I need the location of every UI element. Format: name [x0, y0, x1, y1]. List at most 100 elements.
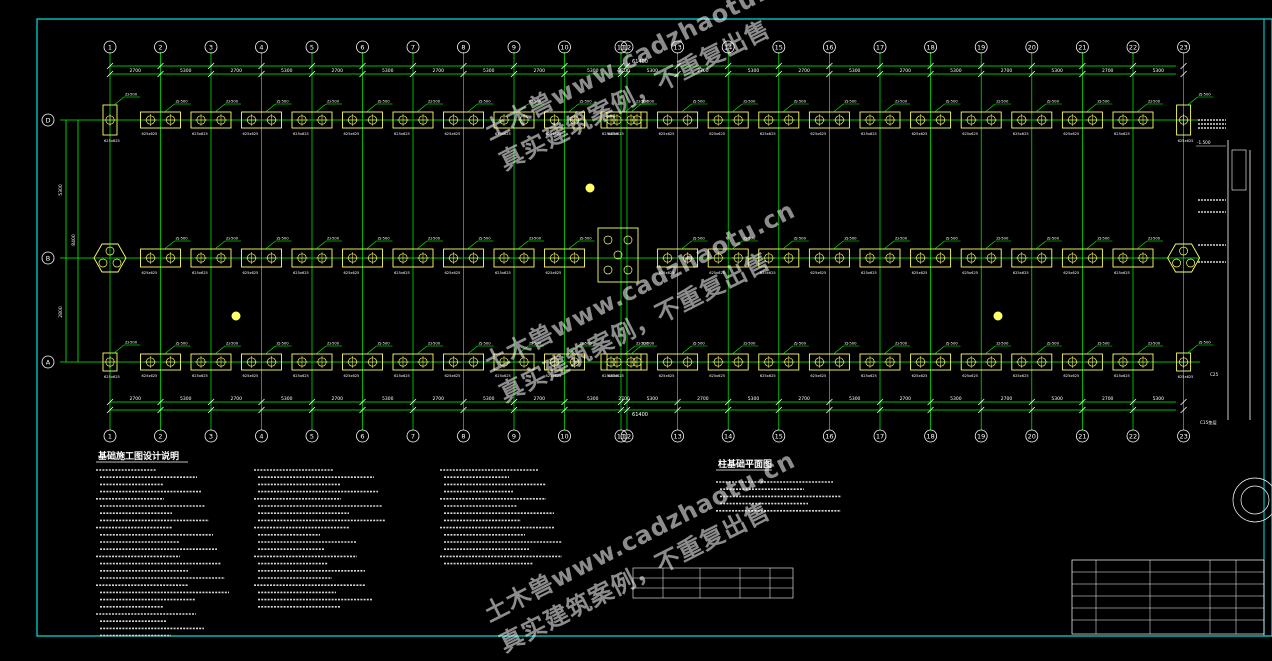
- pile-size-label: 625x625: [962, 132, 978, 136]
- pile-size-label: 625x625: [709, 374, 725, 378]
- leader-line: [883, 103, 895, 113]
- leader-line: [265, 345, 276, 355]
- dimension-tick: [1129, 398, 1137, 406]
- axis-bubble-bottom-circle: [507, 429, 521, 443]
- pile-cap-outline: [443, 111, 484, 129]
- axis-bubble-top-circle: [671, 40, 684, 54]
- pile-cap-hex: [93, 243, 127, 273]
- bay-dimension: 2700: [433, 396, 445, 402]
- pile-cap-outline: [342, 248, 383, 268]
- dimension-tick: [106, 62, 114, 70]
- bay-dimension: 5300: [647, 68, 659, 74]
- pile-cap-label: ZJ-500: [794, 341, 807, 346]
- axis-bubble-top-circle: [974, 40, 988, 54]
- bay-dimension: 2700: [900, 396, 912, 402]
- pile-size-label: 625x625: [760, 271, 776, 275]
- bay-dimension: 2700: [618, 68, 630, 74]
- leader-line: [630, 103, 642, 113]
- pile-cap-label: ZJ-500: [693, 99, 706, 104]
- pile-size-label: 625x625: [912, 374, 928, 378]
- leader-line: [214, 345, 226, 355]
- pile-cap-outline: [1011, 353, 1053, 371]
- dimension-tick: [617, 406, 625, 414]
- dimension-tick: [623, 398, 631, 406]
- pile-cap-outline: [657, 353, 699, 371]
- pile-size-label: 625x625: [546, 271, 562, 275]
- pile-size-label: 625x625: [709, 271, 725, 275]
- detail-cushion-label: C15垫层: [1200, 419, 1217, 426]
- dimension-tick: [1180, 398, 1187, 406]
- pile-cap-label: ZJ-500: [479, 99, 492, 104]
- pile-cap-label: ZJ-500: [479, 341, 492, 346]
- pile-cap-outline: [392, 111, 434, 129]
- axis-bubble-bottom-circle: [255, 429, 268, 443]
- pile-cap-label: ZJ-500: [327, 99, 340, 104]
- pile-cap-outline: [140, 111, 181, 129]
- axis-bubble-bottom-circle: [823, 429, 836, 443]
- pile-size-label: 625x625: [293, 374, 309, 378]
- pile-cap-label: ZJ-500: [844, 236, 857, 241]
- axis-bubble-bottom-label: 21: [1078, 432, 1086, 440]
- pile-size-label: 625x625: [810, 374, 826, 378]
- pile-size-label: 625x625: [861, 132, 877, 136]
- pile-cap-label: ZJ-500: [743, 341, 756, 346]
- pile-size-label: 625x625: [1063, 132, 1079, 136]
- axis-bubble-bottom-circle: [671, 429, 684, 443]
- axis-bubble-top-label: 23: [1179, 43, 1187, 51]
- pile-cap-outline: [392, 353, 434, 371]
- pile-cap-outline: [140, 353, 181, 371]
- dimension-tick: [106, 70, 114, 78]
- leader-line: [1086, 103, 1097, 113]
- dimension-tick: [1079, 70, 1086, 78]
- dimension-tick: [617, 70, 625, 78]
- leader-line: [934, 345, 945, 355]
- pile-cap-label: ZJ-500: [580, 341, 593, 346]
- total-span-dimension: 8400: [71, 234, 77, 246]
- bay-dimension: 5300: [281, 396, 293, 402]
- column-marker: [993, 311, 1003, 321]
- dimension-tick: [775, 62, 783, 70]
- leader-line: [883, 345, 895, 355]
- pile-size-label: 625x625: [495, 132, 511, 136]
- dimension-tick: [977, 398, 985, 406]
- dimension-tick: [157, 406, 164, 414]
- axis-bubble-top-circle: [772, 40, 786, 54]
- pile-cap-outline: [1011, 248, 1053, 268]
- leader-line: [416, 345, 428, 355]
- axis-bubble-top-circle: [873, 40, 887, 54]
- axis-bubble-bottom-label: 17: [876, 432, 884, 440]
- pile-size-label: 625x625: [142, 132, 158, 136]
- bay-dimension: 2700: [900, 68, 912, 74]
- pile-size-label: 625x625: [243, 374, 259, 378]
- axis-bubble-bottom-circle: [974, 429, 988, 443]
- axis-bubble-bottom-circle: [356, 429, 369, 443]
- bay-dimension: 5300: [647, 396, 659, 402]
- pile-cap-label: ZJ-500: [693, 236, 706, 241]
- bay-dimension: 5300: [950, 68, 962, 74]
- axis-bubble-top-label: 3: [209, 43, 213, 51]
- axis-bubble-top-circle: [1177, 40, 1190, 54]
- leader-line: [782, 345, 793, 355]
- axis-bubble-top-label: 5: [310, 43, 314, 51]
- leader-line: [164, 240, 175, 250]
- leader-line: [985, 240, 996, 250]
- pile-cap-outline: [1061, 248, 1103, 268]
- pile-size-label: 625x625: [445, 374, 461, 378]
- pile-cap-label: ZJ-500: [996, 99, 1009, 104]
- bay-dimension: 2700: [534, 68, 546, 74]
- leader-line: [934, 103, 945, 113]
- axis-bubble-A-circle: [41, 355, 55, 369]
- leader-line: [416, 240, 428, 250]
- pile-cap-label: ZJ-500: [895, 341, 908, 346]
- dimension-tick: [775, 70, 783, 78]
- pile-cap-label: ZJ-500: [636, 99, 649, 104]
